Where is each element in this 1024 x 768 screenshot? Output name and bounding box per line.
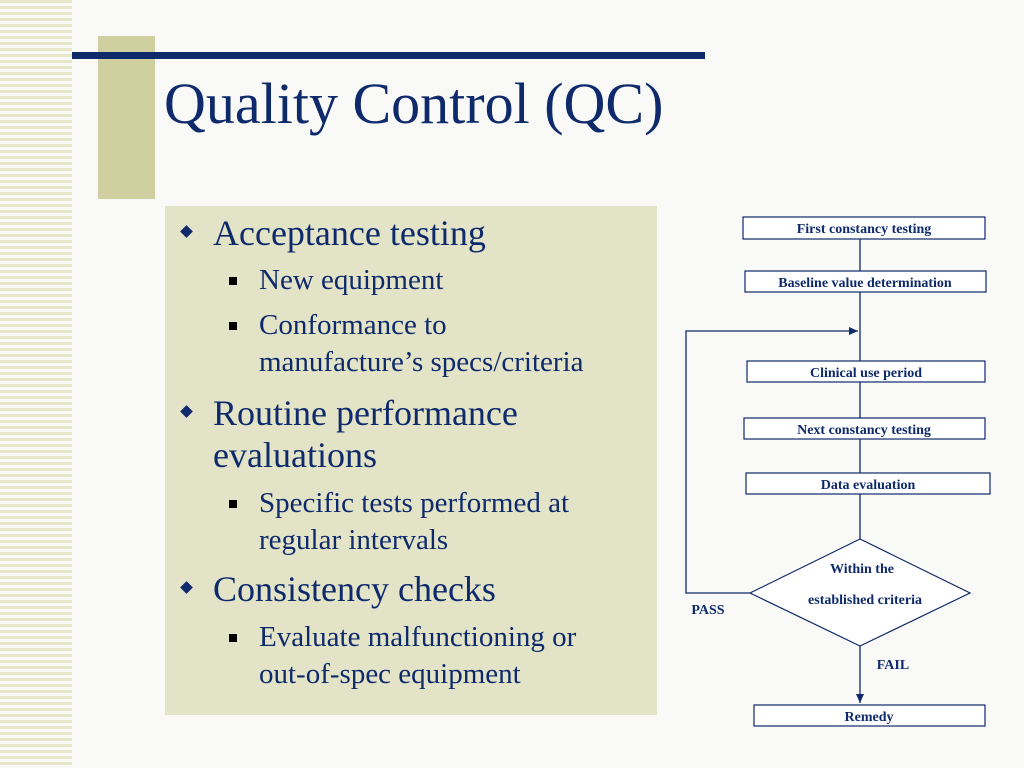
step-box-first-constancy-testing (742, 216, 986, 240)
bullet-text: evaluations (213, 435, 377, 475)
pass-label: PASS (691, 603, 724, 618)
step-label: Data evaluation (821, 478, 916, 493)
sub-bullet-text: Conformance to (259, 309, 447, 341)
pass-loop-arrow (685, 327, 858, 594)
fail-label: FAIL (877, 658, 909, 673)
step-label: Next constancy testing (797, 423, 931, 438)
step-box-baseline-value (744, 270, 987, 293)
remedy-box (753, 704, 986, 727)
decorative-stripes (0, 0, 72, 768)
step-label: Baseline value determination (778, 276, 952, 291)
remedy-label: Remedy (845, 710, 894, 725)
sub-bullet-text: regular intervals (259, 524, 449, 556)
step-label: First constancy testing (797, 222, 932, 237)
sub-bullet-text: out-of-spec equipment (259, 658, 521, 690)
title-accent-block (98, 36, 155, 199)
bullet-text: Acceptance testing (213, 213, 486, 253)
decision-diamond (748, 538, 972, 647)
sub-bullet-text: Evaluate malfunctioning or (259, 621, 577, 653)
decision-label-line1: Within the (830, 562, 894, 577)
square-bullet-icon (229, 277, 237, 285)
sub-bullet-text: New equipment (259, 264, 444, 296)
step-box-next-constancy-testing (743, 417, 986, 440)
square-bullet-icon (229, 500, 237, 508)
step-box-data-evaluation (745, 472, 991, 495)
title-rule (72, 52, 705, 59)
step-label: Clinical use period (810, 366, 922, 381)
bullet-text: Routine performance (213, 393, 518, 433)
slide-title: Quality Control (QC) (164, 71, 664, 136)
decision-label-line2: established criteria (808, 593, 922, 608)
square-bullet-icon (229, 322, 237, 330)
sub-bullet-text: Specific tests performed at (259, 487, 570, 519)
square-bullet-icon (229, 634, 237, 642)
bullet-text: Consistency checks (213, 569, 496, 609)
bullet-panel (165, 206, 657, 715)
step-box-clinical-use-period (746, 360, 986, 383)
sub-bullet-text: manufacture’s specs/criteria (259, 346, 584, 378)
